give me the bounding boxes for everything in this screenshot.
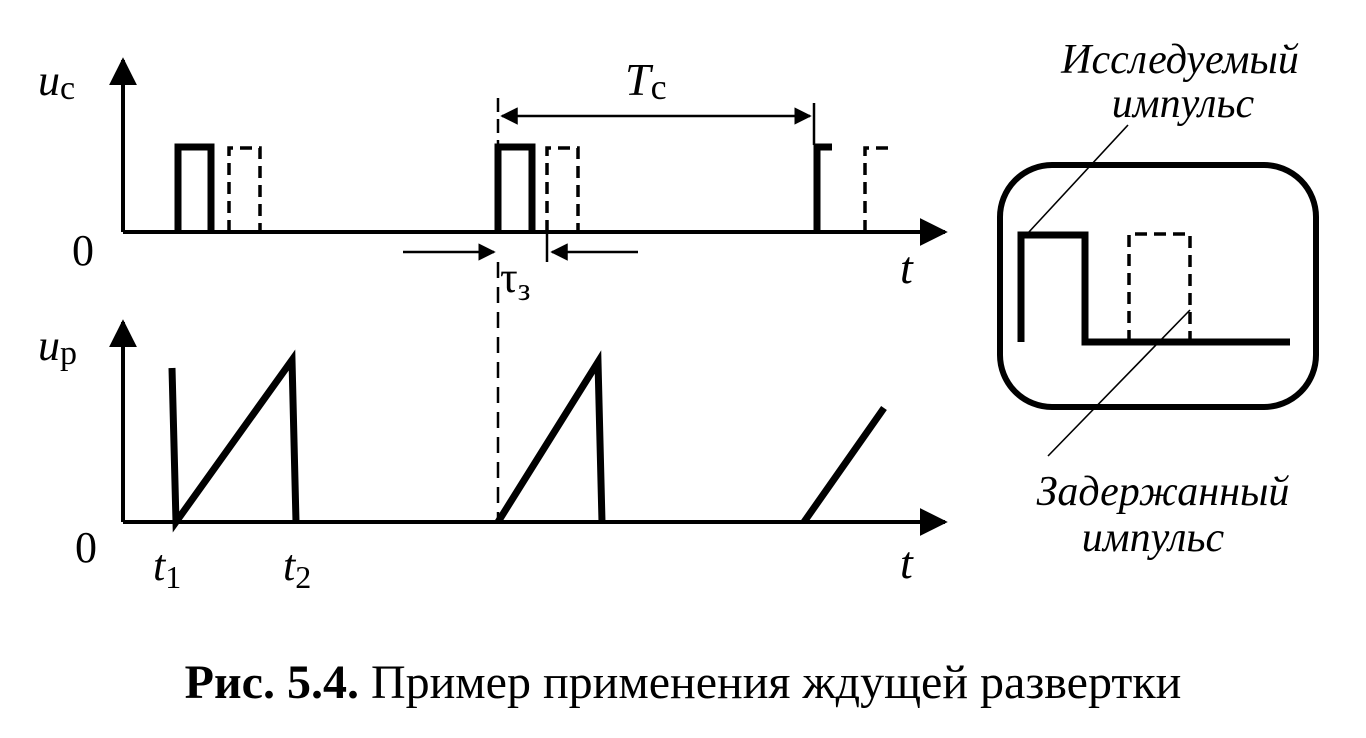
figure-caption: Рис. 5.4. Пример применения ждущей разве… — [0, 655, 1366, 710]
figure-number: Рис. 5.4. — [184, 656, 359, 709]
screen-studied-pulse — [1017, 231, 1290, 346]
figure-caption-text: Пример применения ждущей развертки — [358, 656, 1182, 709]
top-origin-label: 0 — [72, 226, 94, 275]
delayed-pulse-label-2: импульс — [1082, 515, 1225, 561]
delayed-pulse-2 — [545, 146, 580, 232]
bottom-y-label: uр — [38, 321, 77, 372]
sweep-ramp-2 — [495, 350, 606, 524]
sweep-ramp-3 — [801, 405, 887, 525]
leader-line-studied — [1027, 124, 1129, 234]
oscilloscope-screen: Исследуемый импульс Задержанный импульс — [997, 37, 1319, 561]
delayed-pulse-1 — [227, 146, 262, 232]
studied-pulse-2 — [494, 143, 536, 232]
screen-delayed-pulse — [1127, 232, 1192, 342]
top-y-label: uc — [38, 56, 75, 107]
top-x-label: t — [900, 242, 914, 293]
leader-line-delayed — [1047, 309, 1191, 457]
delayed-pulse-label-1: Задержанный — [1037, 469, 1290, 515]
studied-pulse-1 — [174, 143, 215, 232]
t1-label: t1 — [153, 541, 181, 595]
screen-frame — [997, 162, 1319, 410]
sweep-ramp-1 — [168, 349, 300, 533]
bottom-graph: uр 0 t t1 t2 — [38, 319, 948, 595]
top-graph: uc 0 t Tc τз — [38, 54, 948, 307]
bottom-origin-label: 0 — [75, 523, 97, 572]
t2-label: t2 — [283, 541, 311, 595]
delay-label: τз — [500, 253, 530, 307]
studied-pulse-label-2: импульс — [1112, 81, 1255, 127]
studied-pulse-3 — [813, 143, 832, 232]
studied-pulse-label-1: Исследуемый — [1060, 37, 1299, 83]
bottom-x-label: t — [900, 537, 914, 588]
period-label: Tc — [625, 54, 667, 107]
delayed-pulse-3 — [863, 146, 892, 232]
